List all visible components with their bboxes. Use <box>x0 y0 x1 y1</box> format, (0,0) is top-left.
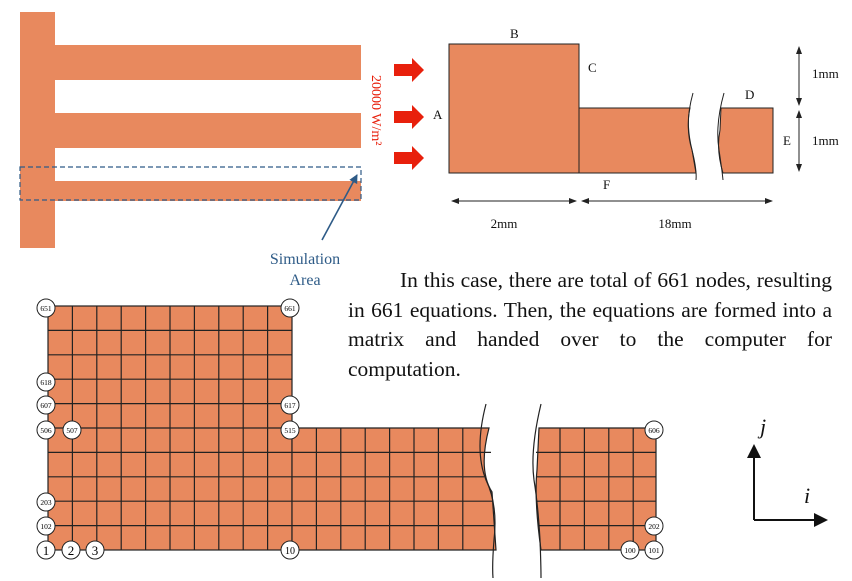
grid-lines <box>48 306 656 550</box>
j-axis-label: j <box>757 414 766 439</box>
node-606: 606 <box>644 420 664 440</box>
dim-label-1mm-bottom: 1mm <box>812 133 839 148</box>
heat-flux-arrow-1 <box>394 58 424 82</box>
fin-left-segment <box>578 107 697 174</box>
edge-label-b: B <box>510 26 519 41</box>
break-line-1 <box>687 92 697 181</box>
simulation-label-line2: Area <box>289 272 320 289</box>
svg-text:617: 617 <box>284 401 296 410</box>
svg-text:1: 1 <box>43 543 50 558</box>
simulation-area-box <box>19 166 362 201</box>
node-100: 100 <box>620 540 640 560</box>
i-axis-arrowhead <box>814 513 828 527</box>
svg-text:651: 651 <box>40 304 52 313</box>
svg-text:607: 607 <box>40 401 52 410</box>
svg-text:100: 100 <box>624 546 636 555</box>
edge-label-a: A <box>433 107 443 122</box>
dim-label-1mm-top: 1mm <box>812 66 839 81</box>
heat-flux-label: 20000 W/m² <box>368 75 383 145</box>
fin-right-segment <box>718 107 774 174</box>
node-507: 507 <box>62 420 82 440</box>
svg-text:661: 661 <box>284 304 296 313</box>
svg-text:506: 506 <box>40 426 52 435</box>
svg-text:515: 515 <box>284 426 296 435</box>
node-10: 10 <box>280 540 300 560</box>
dim-label-18mm: 18mm <box>658 216 691 231</box>
grid-fin-right-region <box>535 427 657 551</box>
heat-flux-arrows <box>394 58 424 170</box>
svg-text:3: 3 <box>92 543 99 558</box>
dim-label-2mm: 2mm <box>491 216 518 231</box>
node-661: 661 <box>280 298 300 318</box>
svg-text:618: 618 <box>40 378 52 387</box>
svg-text:101: 101 <box>648 546 660 555</box>
heat-flux-arrow-2 <box>394 105 424 129</box>
node-506: 506 <box>36 420 56 440</box>
simulation-area-pointer <box>321 174 358 241</box>
node-101: 101 <box>644 540 664 560</box>
node-607: 607 <box>36 395 56 415</box>
edge-label-d: D <box>745 87 754 102</box>
svg-text:2: 2 <box>68 543 75 558</box>
node-618: 618 <box>36 372 56 392</box>
node-651: 651 <box>36 298 56 318</box>
svg-text:606: 606 <box>648 426 660 435</box>
edge-label-f: F <box>603 177 610 192</box>
node-2: 2 <box>61 540 81 560</box>
svg-text:102: 102 <box>40 522 52 531</box>
grid-break-line-1 <box>479 403 496 579</box>
grid-fin-left-region <box>291 427 497 551</box>
heat-flux-arrow-3 <box>394 146 424 170</box>
edge-label-e: E <box>783 133 791 148</box>
ij-axes: j i <box>747 414 828 527</box>
node-617: 617 <box>280 395 300 415</box>
j-axis-arrowhead <box>747 444 761 458</box>
svg-text:202: 202 <box>648 522 660 531</box>
i-axis-label: i <box>804 483 810 508</box>
break-line-2 <box>717 92 725 181</box>
svg-text:203: 203 <box>40 498 52 507</box>
node-3: 3 <box>85 540 105 560</box>
node-102: 102 <box>36 516 56 536</box>
node-grid <box>47 305 657 579</box>
domain-schematic: A B C D E F 2mm 18mm 1mm 1mm <box>433 26 839 231</box>
description-paragraph: In this case, there are total of 661 nod… <box>348 268 832 381</box>
fin-array-shape <box>20 12 361 248</box>
grid-break-line-2 <box>532 403 542 579</box>
svg-text:507: 507 <box>66 426 78 435</box>
node-202: 202 <box>644 516 664 536</box>
svg-text:10: 10 <box>285 546 295 557</box>
node-1: 1 <box>36 540 56 560</box>
simulation-label-line1: Simulation <box>270 251 340 268</box>
node-markers: 651 661 618 607 617 506 507 515 606 203 … <box>36 298 664 560</box>
node-515: 515 <box>280 420 300 440</box>
node-203: 203 <box>36 492 56 512</box>
base-block <box>448 43 580 174</box>
edge-label-c: C <box>588 60 597 75</box>
